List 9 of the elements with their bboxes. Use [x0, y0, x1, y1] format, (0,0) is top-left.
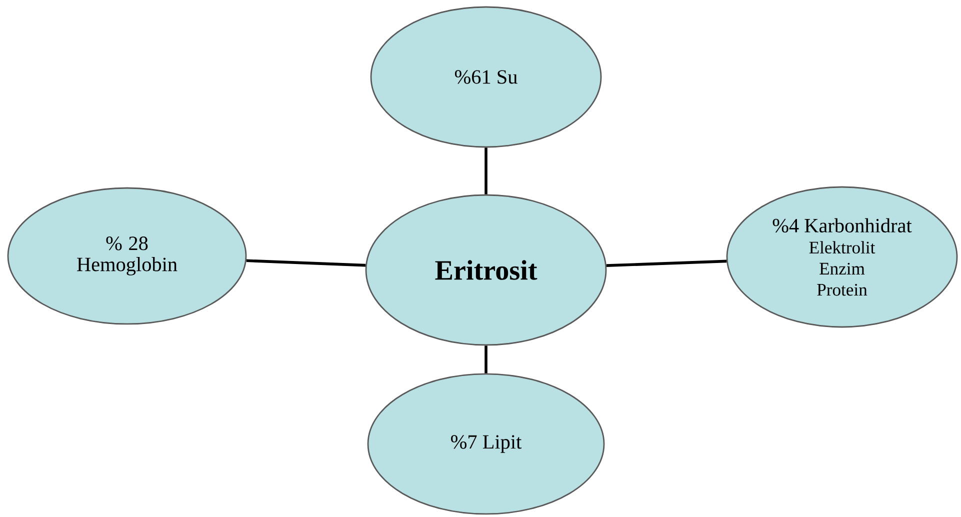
connector-line [246, 259, 366, 267]
connector-line [484, 346, 488, 374]
ellipse-node: %61 Su [370, 6, 602, 148]
connector-line [484, 148, 488, 194]
connector-line [606, 260, 727, 267]
ellipse-node: Eritrosit [365, 194, 607, 346]
ellipse-node: % 28 Hemoglobin [7, 187, 247, 325]
ellipse-node: %7 Lipit [367, 373, 605, 515]
ellipse-node: %4 Karbonhidrat Elektrolit Enzim Protein [726, 186, 958, 328]
